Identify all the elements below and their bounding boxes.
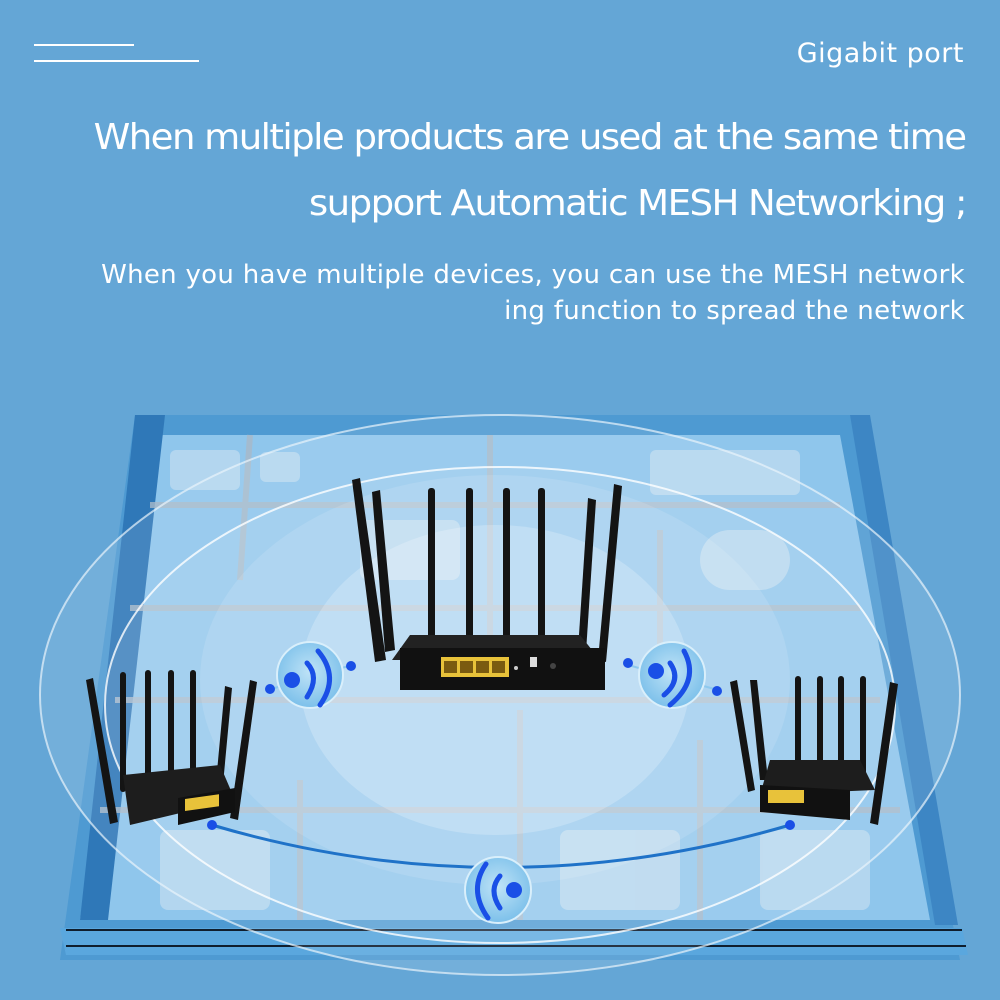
link-node [712,686,722,696]
ethernet-ports [441,657,509,677]
link-node [785,820,795,830]
link-node [346,661,356,671]
wifi-signal-icon-right [638,641,706,709]
mesh-illustration [0,380,1000,1000]
description-line-2: ing function to spread the network [504,296,965,326]
gigabit-port-tag: Gigabit port [796,38,964,69]
coverage-rings [39,414,961,976]
link-node [207,820,217,830]
headline-line-2: support Automatic MESH Networking ; [308,183,968,224]
decorative-line-short [34,44,134,46]
decorative-line-long [34,60,199,62]
description-line-1: When you have multiple devices, you can … [101,260,965,290]
headline-line-1: When multiple products are used at the s… [94,117,968,158]
link-node [265,684,275,694]
main-router [352,478,622,690]
wifi-signal-icon-left [276,641,344,709]
antennas [352,478,622,662]
wifi-signal-icon-bottom [464,856,532,924]
satellite-router-left [86,670,257,825]
link-node [623,658,633,668]
satellite-router-right [730,676,898,825]
